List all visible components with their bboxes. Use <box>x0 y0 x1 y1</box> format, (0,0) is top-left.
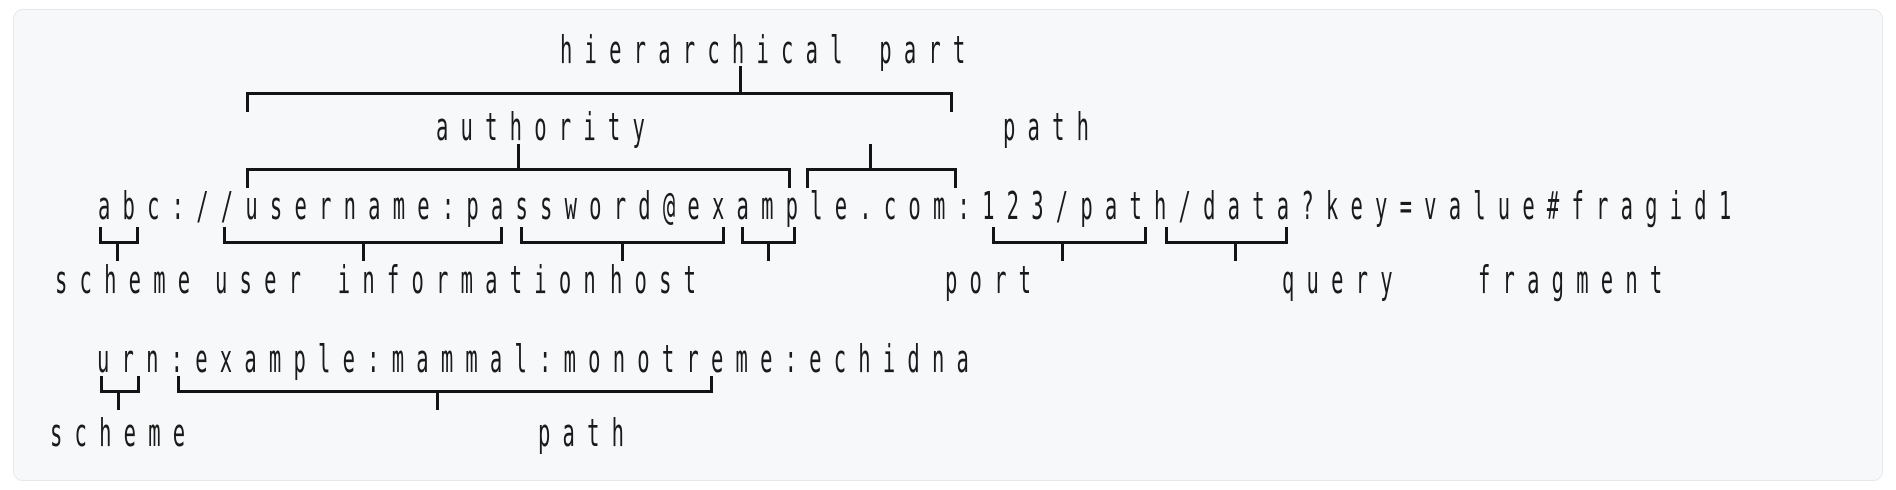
bracket-query-tick <box>1061 241 1064 261</box>
bracket-user-information-tick <box>362 241 365 261</box>
diagram-panel <box>13 9 1883 481</box>
label-query: query <box>1282 258 1405 302</box>
bracket-scheme-urn <box>100 376 140 393</box>
label-user-information: user information <box>215 258 608 302</box>
label-hierarchical-part: hierarchical part <box>560 28 978 72</box>
label-fragment: fragment <box>1478 258 1675 302</box>
label-scheme-urn: scheme <box>50 411 198 455</box>
bracket-path-uri <box>806 168 957 188</box>
label-scheme-uri: scheme <box>55 258 203 302</box>
bracket-authority-tick <box>517 144 520 171</box>
label-path-urn: path <box>538 411 637 455</box>
bracket-query <box>992 227 1147 244</box>
urn-example-text: urn:example:mammal:monotreme:echidna <box>97 337 982 381</box>
bracket-host-tick <box>621 241 624 261</box>
bracket-hierarchical-part <box>246 92 953 112</box>
bracket-scheme-uri <box>99 227 139 244</box>
uri-example-text: abc://username:password@example.com:123/… <box>98 184 1744 228</box>
label-path-uri: path <box>1003 105 1102 149</box>
label-port: port <box>945 258 1044 302</box>
bracket-fragment <box>1165 227 1288 244</box>
bracket-path-urn-tick <box>436 390 439 410</box>
label-authority: authority <box>436 105 658 149</box>
bracket-authority <box>246 168 791 188</box>
bracket-hierarchical-part-tick <box>739 66 742 95</box>
label-host: host <box>610 258 709 302</box>
bracket-path-urn <box>177 376 713 393</box>
bracket-scheme-uri-tick <box>116 241 119 261</box>
bracket-path-uri-tick <box>869 144 872 171</box>
bracket-port-tick <box>767 241 770 261</box>
bracket-scheme-urn-tick <box>117 390 120 410</box>
bracket-fragment-tick <box>1234 241 1237 261</box>
